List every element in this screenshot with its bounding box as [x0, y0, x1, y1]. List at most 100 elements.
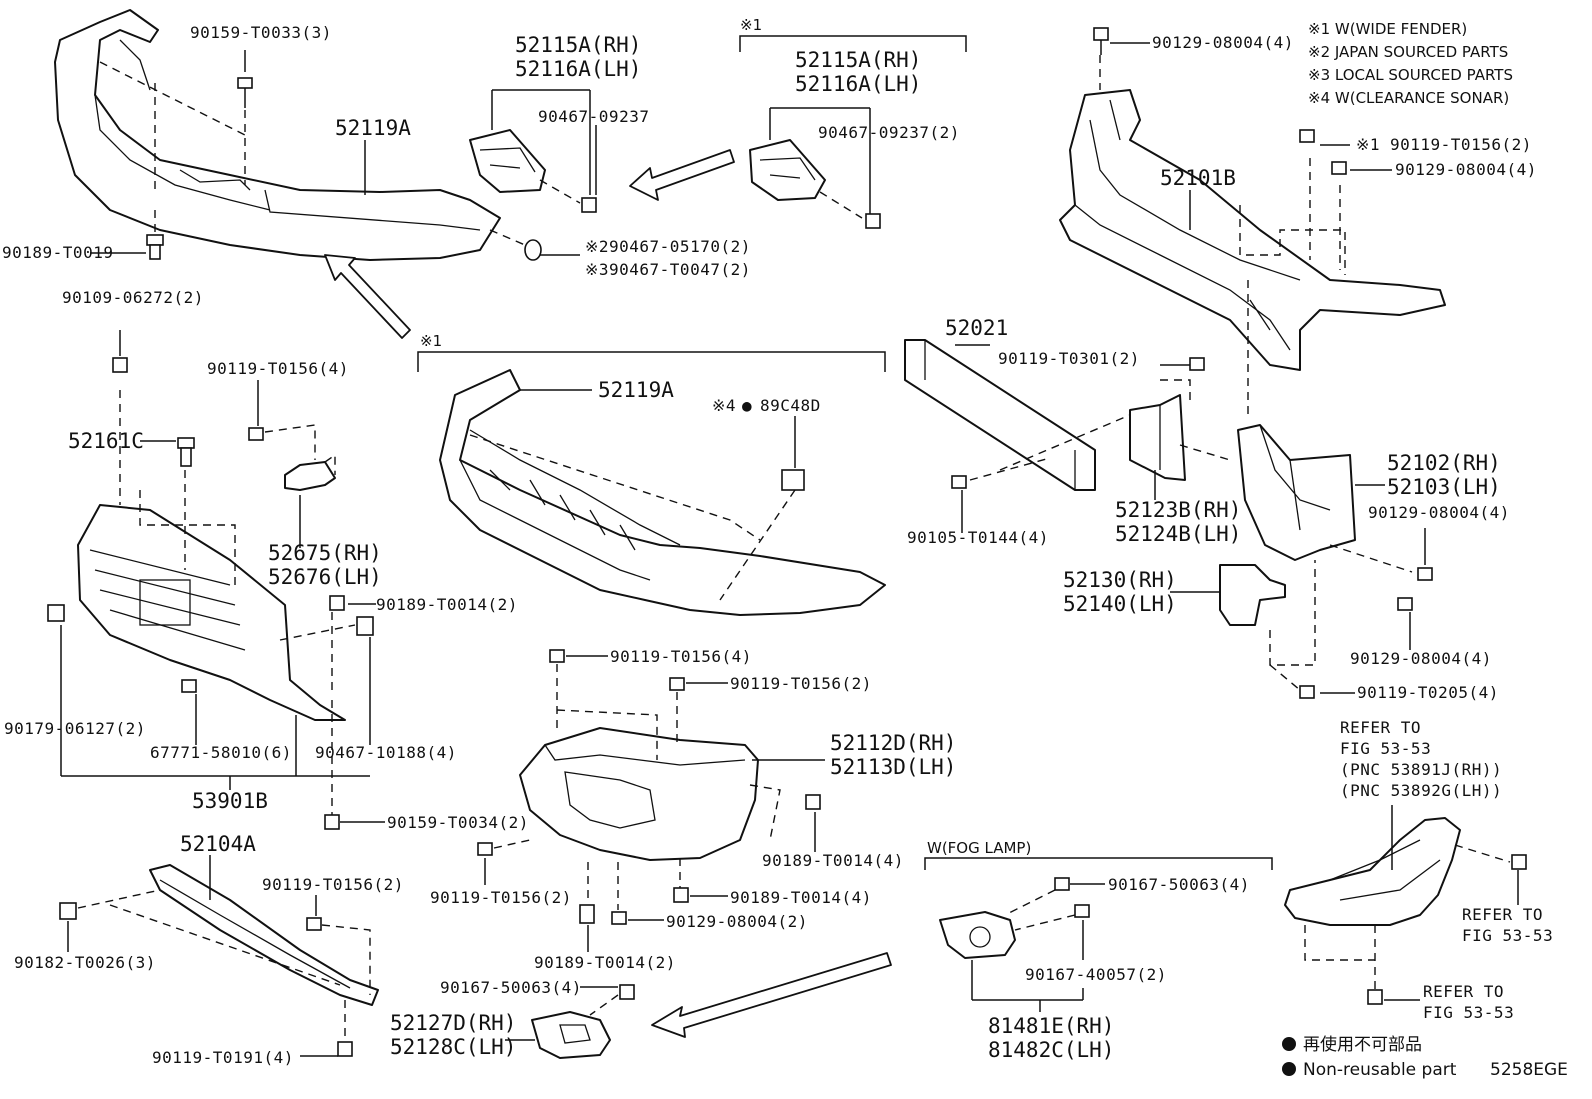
- legend-jp: 再使用不可部品: [1303, 1034, 1422, 1055]
- part-label: 90189-T0014(2): [376, 595, 518, 614]
- part-label: 52115A(RH): [515, 33, 641, 57]
- part-label: 90467-09237: [538, 107, 649, 126]
- part-label: 52116A(LH): [795, 72, 921, 96]
- license-plate-reinforcement: [904, 339, 1096, 491]
- part-label: 52161C: [68, 429, 144, 453]
- part-label: 52112D(RH): [830, 731, 956, 755]
- reference-label: REFER TO: [1462, 905, 1543, 924]
- side-bracket-right: [749, 139, 826, 201]
- bumper-dash-lines-upper: [99, 61, 246, 235]
- bracket-lower-right: [1219, 564, 1286, 626]
- clip-fastener-icon: [177, 437, 195, 467]
- part-label: 52124B(LH): [1115, 522, 1241, 546]
- clip-fastener-icon: [329, 595, 345, 611]
- part-label: 90105-T0144(4): [907, 528, 1049, 547]
- part-label: 67771-58010(6): [150, 743, 292, 762]
- legend-note: ※1 W(WIDE FENDER): [1308, 20, 1467, 38]
- part-label: 81482C(LH): [988, 1038, 1114, 1062]
- note-marker: ※3: [585, 260, 609, 279]
- clip-fastener-icon: [181, 679, 197, 693]
- part-label: 90109-06272(2): [62, 288, 204, 307]
- non-reusable-bullet-icon: [1282, 1037, 1296, 1051]
- bolt-icon: [306, 917, 322, 931]
- part-label: 52101B: [1160, 166, 1236, 190]
- part-label: 52113D(LH): [830, 755, 956, 779]
- lower-skid-cover: [439, 369, 886, 616]
- bracket-note: ※1: [420, 332, 442, 350]
- clip-fastener-icon: [524, 239, 542, 261]
- bolt-icon: [337, 1041, 353, 1057]
- clip-fastener-icon: [805, 794, 821, 810]
- reference-label: FIG 53-53: [1423, 1003, 1514, 1022]
- part-label: 90129-08004(4): [1395, 160, 1537, 179]
- reference-label: FIG 53-53: [1340, 739, 1431, 758]
- bolt-icon: [1299, 129, 1315, 143]
- part-label: 90129-08004(4): [1368, 503, 1510, 522]
- part-label: 90129-08004(4): [1350, 649, 1492, 668]
- part-label: 52103(LH): [1387, 475, 1501, 499]
- diagram-code: 5258EGE: [1490, 1060, 1568, 1080]
- note-marker: ※2: [585, 237, 609, 256]
- nut-icon: [47, 604, 65, 622]
- bolt-icon: [1397, 597, 1413, 611]
- part-label: 81481E(RH): [988, 1014, 1114, 1038]
- clip-fastener-icon: [146, 234, 164, 260]
- part-label: 90167-50063(4): [1108, 875, 1250, 894]
- grille-assembly: [77, 504, 346, 721]
- part-label: 52123B(RH): [1115, 498, 1241, 522]
- part-label: 52127D(RH): [390, 1011, 516, 1035]
- note-marker: ※4: [712, 396, 736, 415]
- bolt-icon: [248, 427, 264, 441]
- direction-arrow-icon: [651, 952, 892, 1038]
- radiator-support: [1059, 89, 1446, 371]
- reference-label: (PNC 53891J(RH)): [1340, 760, 1502, 779]
- part-label: 90159-T0033(3): [190, 23, 332, 42]
- part-label: 90182-T0026(3): [14, 953, 156, 972]
- bolt-icon: [112, 357, 128, 373]
- legend-note: ※3 LOCAL SOURCED PARTS: [1308, 66, 1513, 84]
- part-label: 52104A: [180, 832, 256, 856]
- part-label: 90119-T0156(2): [430, 888, 572, 907]
- part-label: 90467-05170(2): [609, 237, 751, 256]
- bolt-icon: [1299, 685, 1315, 699]
- bolt-icon: [951, 475, 967, 489]
- reference-label: REFER TO: [1340, 718, 1421, 737]
- clip-fastener-icon: [579, 904, 595, 924]
- part-label: 89C48D: [760, 396, 821, 415]
- part-label: 52675(RH): [268, 541, 382, 565]
- part-label: 90167-40057(2): [1025, 965, 1167, 984]
- part-label: 90189-T0019: [2, 243, 113, 262]
- part-label: 90119-T0205(4): [1357, 683, 1499, 702]
- bolt-icon: [1189, 357, 1205, 371]
- part-label: 90119-T0301(2): [998, 349, 1140, 368]
- bumper-arm-bracket: [1129, 394, 1186, 481]
- fog-lamp: [939, 911, 1016, 959]
- bolt-icon: [549, 649, 565, 663]
- part-label: 52676(LH): [268, 565, 382, 589]
- sonar-bracket-icon: [781, 469, 805, 491]
- part-label: 90189-T0014(4): [730, 888, 872, 907]
- part-label: 90467-10188(4): [315, 743, 457, 762]
- bolt-icon: [1093, 27, 1109, 41]
- reference-label: FIG 53-53: [1462, 926, 1553, 945]
- part-label: 52102(RH): [1387, 451, 1501, 475]
- bolt-fastener-icon: [237, 77, 253, 108]
- part-label: 90189-T0014(4): [762, 851, 904, 870]
- part-label: 90119-T0156(2): [1390, 135, 1532, 154]
- bolt-icon: [1074, 904, 1090, 918]
- bumper-cover-upper: [54, 9, 501, 261]
- reference-label: REFER TO: [1423, 982, 1504, 1001]
- legend-en: Non-reusable part: [1303, 1060, 1457, 1080]
- part-label: 52130(RH): [1063, 568, 1177, 592]
- fog-lamp-cover: [531, 1011, 611, 1059]
- bracket-note: W(FOG LAMP): [927, 839, 1031, 857]
- fender-liner: [1284, 817, 1461, 926]
- bolt-icon: [1331, 161, 1347, 175]
- part-label: 52115A(RH): [795, 48, 921, 72]
- side-bracket-left: [469, 129, 546, 193]
- non-reusable-bullet-icon: [1282, 1062, 1296, 1076]
- part-label: 90129-08004(2): [666, 912, 808, 931]
- part-label: 52119A: [335, 116, 411, 140]
- part-label: 52021: [945, 316, 1008, 340]
